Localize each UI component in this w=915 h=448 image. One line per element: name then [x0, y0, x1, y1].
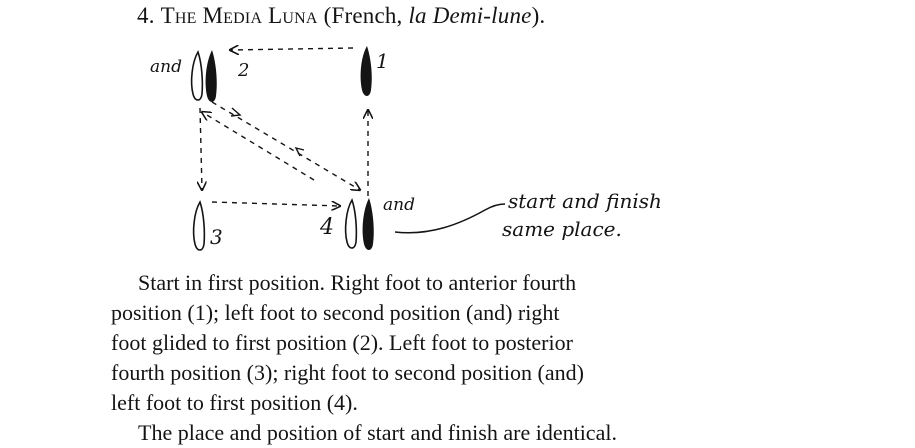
note-line-2: same place. [502, 217, 622, 241]
foot-filled-icon [205, 50, 217, 102]
paragraph-line: foot glided to first position (2). Left … [111, 330, 573, 355]
paragraph-line: fourth position (3); right foot to secon… [111, 360, 584, 385]
heading-title: The Media Luna [160, 3, 318, 28]
foot-filled-position-1-icon [360, 46, 372, 96]
foot-pair-position-4 [344, 198, 374, 250]
heading-paren-close: ). [531, 3, 546, 28]
heading-paren-open: (French, [323, 3, 409, 28]
path-3-to-4 [211, 202, 340, 206]
diagonal-arrow-tick-2 [294, 146, 305, 157]
path-1-to-2 [230, 48, 354, 50]
foot-outline-icon [190, 50, 204, 101]
closing-sentence: The place and position of start and fini… [138, 420, 617, 445]
foot-filled-icon [362, 198, 374, 250]
heading-number: 4. [137, 3, 155, 28]
note-connector-line [394, 203, 506, 234]
foot-outline-icon [344, 198, 358, 249]
note-line-1: start and finish [508, 189, 662, 213]
section-heading: 4. The Media Luna (French, la Demi-lune)… [137, 2, 545, 30]
paragraph-line: position (1); left foot to second positi… [111, 300, 560, 325]
path-4-to-2 [202, 112, 315, 181]
instructions-paragraph: Start in first position. Right foot to a… [111, 268, 711, 418]
label-position-2: 2 [237, 60, 249, 81]
path-2-to-4 [211, 101, 360, 190]
label-and-right: and [383, 195, 415, 215]
label-and-left: and [150, 57, 182, 77]
paragraph-line: Start in first position. Right foot to a… [138, 270, 577, 295]
footwork-diagram: and 2 1 3 4 and start and finish same pl… [150, 38, 662, 251]
foot-outline-position-3-icon [192, 200, 206, 251]
paragraph-line: left foot to first position (4). [111, 390, 358, 415]
label-position-1: 1 [376, 49, 389, 73]
label-position-3: 3 [210, 225, 223, 249]
heading-french-name: la Demi-lune [408, 3, 532, 28]
path-2-to-3 [200, 107, 202, 190]
foot-pair-position-2 [190, 50, 217, 102]
diagonal-arrow-tick-1 [230, 107, 242, 117]
label-position-4: 4 [319, 215, 334, 240]
